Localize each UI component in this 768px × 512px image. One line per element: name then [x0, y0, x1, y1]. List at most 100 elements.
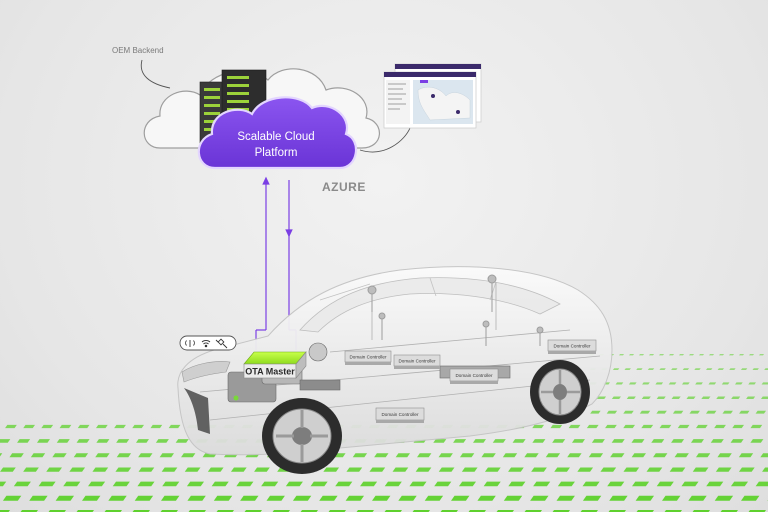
floor-dash	[690, 439, 704, 443]
floor-dash	[631, 439, 645, 443]
domain-controller-label: Domain Controller	[455, 373, 492, 378]
floor-dash	[596, 396, 607, 399]
floor-dash	[2, 495, 22, 501]
floor-dash	[5, 424, 17, 429]
floor-dash	[261, 481, 279, 487]
floor-dash	[453, 439, 467, 443]
floor-dash	[709, 354, 715, 356]
ota-master-module: OTA Master	[243, 351, 307, 379]
floor-dash	[671, 396, 681, 399]
floor-dash	[688, 495, 707, 501]
domain-controller-1: Domain Controller	[344, 350, 392, 365]
floor-dash	[13, 481, 31, 487]
floor-dash	[550, 424, 563, 429]
floor-dash	[662, 495, 681, 501]
floor-dash	[715, 467, 732, 472]
floor-dash	[96, 439, 110, 443]
floor-dash	[760, 396, 768, 399]
floor-dash	[762, 467, 768, 472]
floor-dash	[741, 495, 760, 501]
floor-dash	[740, 368, 748, 371]
floor-dash	[686, 396, 696, 399]
floor-dash	[689, 410, 700, 414]
floor-dash	[729, 354, 735, 356]
floor-dash	[56, 439, 70, 443]
floor-dash	[708, 382, 717, 385]
floor-dash	[242, 510, 263, 512]
floor-dash	[108, 495, 127, 501]
floor-dash	[186, 510, 207, 512]
floor-dash	[46, 510, 67, 512]
floor-dash	[659, 354, 665, 356]
floor-dash	[567, 453, 582, 458]
floor-dash	[682, 368, 690, 371]
floor-dash	[477, 495, 496, 501]
floor-dash	[211, 481, 229, 487]
floor-dash	[135, 439, 149, 443]
floor-dash	[459, 453, 475, 458]
floor-dash	[116, 439, 130, 443]
floor-dash	[138, 467, 155, 472]
floor-dash	[722, 410, 733, 414]
floor-dash	[55, 495, 75, 501]
floor-dash	[671, 439, 685, 443]
azure-label: AZURE	[322, 180, 366, 194]
floor-dash	[738, 467, 755, 472]
floor-dash	[88, 481, 106, 487]
floor-dash	[77, 424, 90, 429]
floor-dash	[0, 467, 16, 472]
floor-dash	[710, 439, 724, 443]
floor-dash	[23, 467, 39, 472]
floor-dash	[611, 439, 625, 443]
floor-dash	[9, 453, 24, 458]
floor-dash	[578, 510, 599, 512]
floor-dash	[582, 481, 600, 487]
floor-dash	[701, 396, 711, 399]
domain-controller-3: Domain Controller	[449, 368, 499, 384]
oem-connector-line	[140, 59, 171, 89]
floor-dash	[114, 424, 126, 429]
floor-dash	[345, 495, 365, 501]
floor-dash	[554, 467, 570, 472]
floor-dash	[522, 510, 543, 512]
floor-dash	[38, 481, 56, 487]
floor-dash	[270, 510, 291, 512]
floor-dash	[755, 481, 768, 487]
vehicle	[177, 266, 613, 474]
antenna-icon	[185, 340, 195, 347]
floor-dash	[395, 453, 410, 458]
map-pin-icon	[431, 94, 435, 98]
floor-dash	[605, 424, 617, 429]
floor-dash	[285, 481, 303, 487]
floor-dash	[292, 495, 312, 501]
floor-dash	[647, 368, 655, 371]
floor-dash	[619, 354, 625, 356]
floor-dash	[557, 481, 575, 487]
floor-dash	[639, 410, 651, 414]
floor-dash	[656, 396, 666, 399]
floor-dash	[653, 453, 668, 458]
floor-dash	[636, 368, 643, 371]
floor-dash	[755, 410, 767, 414]
floor-dash	[552, 439, 566, 443]
floor-dash	[729, 368, 736, 371]
floor-dash	[719, 354, 725, 356]
floor-dash	[461, 467, 478, 472]
floor-dash	[168, 424, 181, 429]
floor-dash	[150, 424, 163, 429]
floor-dash	[730, 439, 744, 443]
floor-dash	[641, 424, 654, 429]
floor-dash	[438, 510, 459, 512]
floor-dash	[635, 495, 655, 501]
floor-dash	[641, 396, 651, 399]
floor-dash	[36, 439, 50, 443]
floor-dash	[606, 510, 627, 512]
floor-dash	[74, 510, 95, 512]
domain-controller-label: Domain Controller	[381, 412, 418, 417]
floor-dash	[130, 510, 151, 512]
floor-dash	[52, 453, 67, 458]
floor-dash	[266, 495, 285, 501]
floor-dash	[681, 481, 699, 487]
floor-dash	[434, 481, 452, 487]
